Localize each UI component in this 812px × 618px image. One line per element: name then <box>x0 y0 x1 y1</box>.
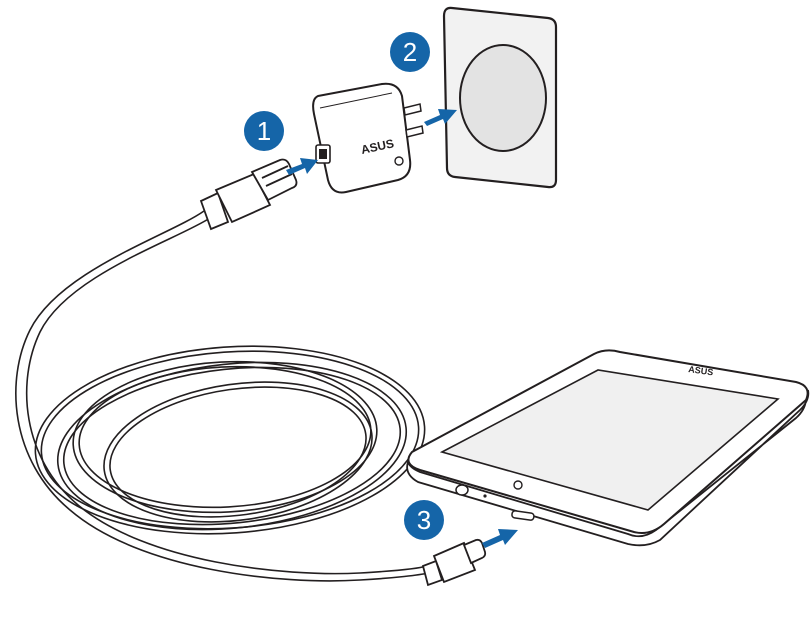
wall-socket <box>459 44 547 152</box>
arrow-1 <box>286 158 318 175</box>
adapter-logo: ASUS <box>360 136 396 157</box>
step-badge-1: 1 <box>244 111 284 151</box>
step-number-1: 1 <box>257 116 271 146</box>
tablet-screen <box>439 369 780 511</box>
tablet-usb-port <box>511 510 535 521</box>
wall-outlet <box>442 6 558 189</box>
adapter-prong <box>403 103 422 116</box>
usb-cable <box>15 210 429 582</box>
arrow-3 <box>482 529 518 548</box>
usb-a-plug <box>199 158 298 231</box>
step-badge-3: 3 <box>404 500 444 540</box>
tablet: ASUS <box>406 349 810 547</box>
step-badge-2: 2 <box>390 32 430 72</box>
step-arrows <box>286 109 518 548</box>
arrow-2 <box>424 109 457 126</box>
tablet-logo: ASUS <box>688 364 714 377</box>
tablet-mic <box>483 494 487 498</box>
power-adapter: ASUS <box>312 82 424 194</box>
adapter-prong <box>405 125 424 138</box>
step-number-2: 2 <box>403 37 417 67</box>
step-number-3: 3 <box>417 505 431 535</box>
micro-usb-plug <box>421 538 487 587</box>
tablet-camera <box>513 480 523 490</box>
tablet-headphone-jack <box>455 484 469 496</box>
adapter-status-light <box>394 156 404 166</box>
